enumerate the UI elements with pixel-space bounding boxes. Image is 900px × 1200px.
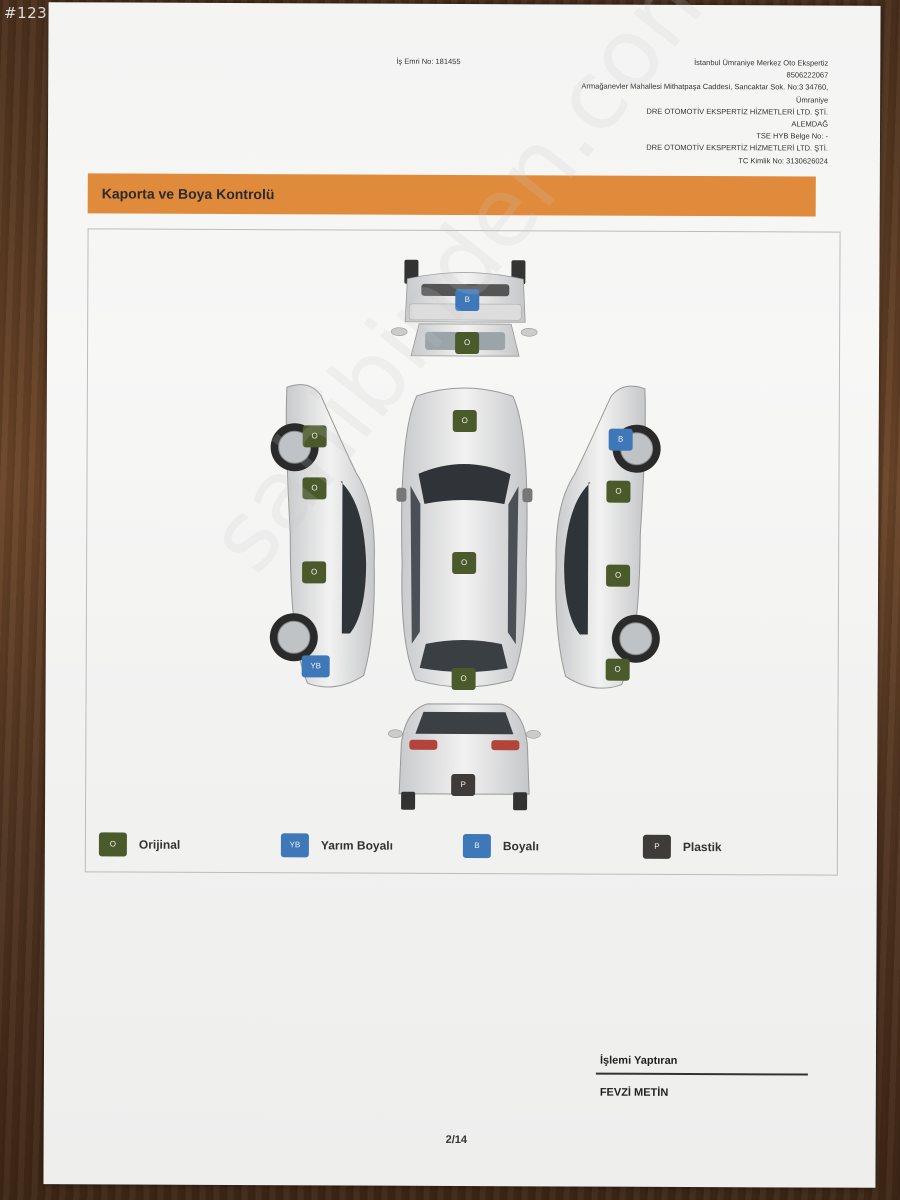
- inspection-report-page: İş Emri No: 181455 İstanbul Ümraniye Mer…: [43, 0, 881, 1188]
- badge-left-rear-door: O: [302, 561, 327, 584]
- badge-rear-bumper: P: [451, 773, 476, 797]
- legend-swatch: B: [462, 834, 491, 859]
- legend-label: Boyalı: [502, 839, 539, 854]
- signature-name: FEVZİ METİN: [599, 1086, 669, 1099]
- legend-label: Orijinal: [138, 837, 181, 852]
- badge-right-front-fender: B: [608, 428, 633, 451]
- legend-label: Plastik: [682, 839, 722, 855]
- badge-hood: O: [452, 409, 477, 433]
- car-rear-view: [388, 703, 541, 811]
- signature-title: İşlemi Yaptıran: [599, 1054, 678, 1067]
- badge-right-front-door: O: [606, 480, 631, 503]
- page-number: 2/14: [445, 1133, 468, 1147]
- car-diagram: [269, 259, 661, 811]
- legend-swatch: O: [98, 832, 127, 857]
- car-front-view: [390, 259, 538, 357]
- badge-front-bumper: O: [455, 331, 480, 355]
- badge-left-front-door: O: [302, 477, 327, 500]
- badge-front-hood: B: [455, 288, 480, 312]
- badge-right-rear-door: O: [606, 564, 631, 587]
- car-top-view: [396, 387, 533, 688]
- badge-trunk: O: [451, 667, 476, 691]
- legend-swatch: YB: [280, 833, 309, 858]
- car-right-side-view: [555, 385, 661, 689]
- badge-left-front-fender: O: [302, 425, 327, 448]
- badge-right-rear-fender: O: [605, 658, 630, 681]
- badge-left-rear-fender: YB: [301, 655, 330, 678]
- badge-roof: O: [452, 551, 477, 575]
- legend-swatch: P: [642, 834, 671, 859]
- legend-label: Yarım Boyalı: [320, 838, 393, 853]
